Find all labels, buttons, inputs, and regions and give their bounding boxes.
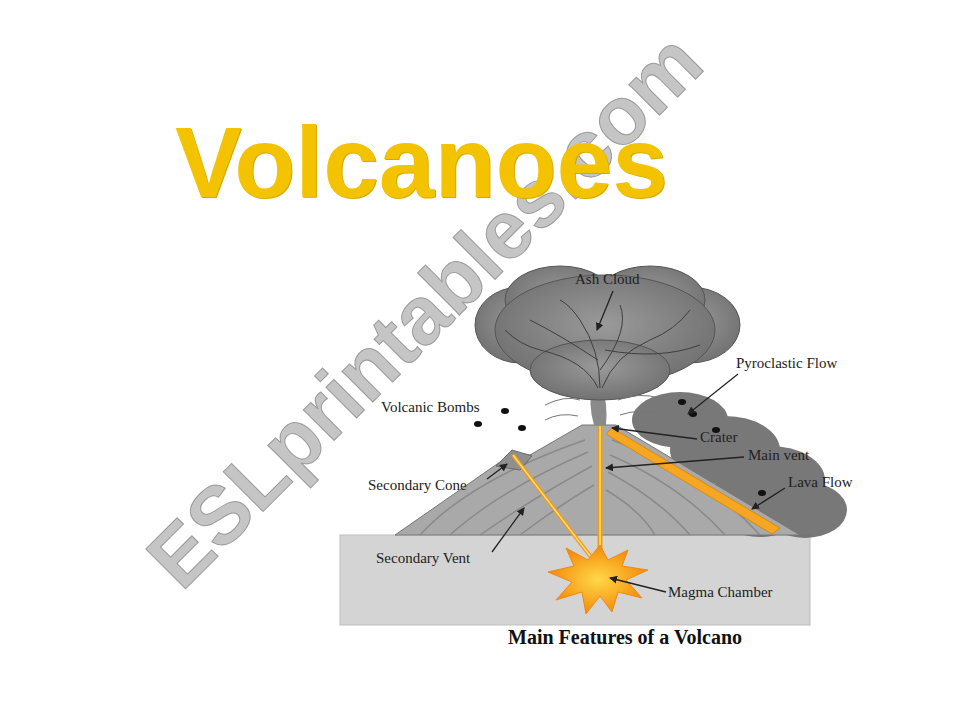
illustration-part <box>474 421 482 427</box>
page-title: Volcanoes <box>175 112 668 212</box>
illustration-part <box>513 455 597 565</box>
illustration-part <box>475 266 740 400</box>
part-label: Ash Cloud <box>575 272 640 287</box>
illustration-part <box>340 535 810 625</box>
illustration-part <box>545 415 578 420</box>
volcanic-bombs <box>474 399 766 496</box>
illustration-part <box>605 345 700 354</box>
illustration-part <box>505 330 598 388</box>
illustration-part <box>602 310 690 388</box>
illustration-part <box>606 428 780 534</box>
illustration-part <box>496 450 532 470</box>
illustration-part <box>545 398 580 405</box>
ground <box>340 535 810 625</box>
illustration-part <box>513 455 597 565</box>
illustration-part <box>340 535 810 625</box>
leader-lines <box>487 291 785 592</box>
illustration-part <box>758 490 766 496</box>
illustration-part <box>597 291 613 330</box>
illustration-part <box>610 578 666 592</box>
illustration-part <box>752 488 785 509</box>
illustration-part <box>492 508 524 552</box>
illustration-part <box>505 300 700 388</box>
part-label: Secondary Vent <box>376 551 470 566</box>
vents <box>513 426 600 575</box>
part-label: Lava Flow <box>788 475 853 490</box>
part-label: Main vent <box>748 448 809 463</box>
illustration-part <box>620 411 660 415</box>
motion-lines <box>545 395 660 420</box>
illustration-part <box>548 545 648 614</box>
ash-cloud <box>475 266 740 425</box>
illustration-part <box>606 490 655 535</box>
part-label: Secondary Cone <box>368 478 467 493</box>
illustration-part <box>606 457 744 468</box>
illustration-part <box>480 466 592 535</box>
illustration-part <box>612 428 697 439</box>
illustration-part <box>618 395 660 400</box>
illustration-part <box>688 374 738 414</box>
illustration-part <box>518 425 526 431</box>
illustration-part <box>501 408 509 414</box>
lava-flow <box>606 428 780 534</box>
illustration-part <box>560 300 600 388</box>
magma-chamber <box>548 545 648 614</box>
part-label: Crater <box>700 430 737 445</box>
illustration-part <box>678 399 686 405</box>
figure-caption: Main Features of a Volcano <box>508 627 742 647</box>
illustration-part <box>530 320 598 360</box>
part-label: Volcanic Bombs <box>381 400 479 415</box>
part-label: Magma Chamber <box>668 585 773 600</box>
illustration-part <box>487 464 507 479</box>
part-label: Pyroclastic Flow <box>736 356 837 371</box>
